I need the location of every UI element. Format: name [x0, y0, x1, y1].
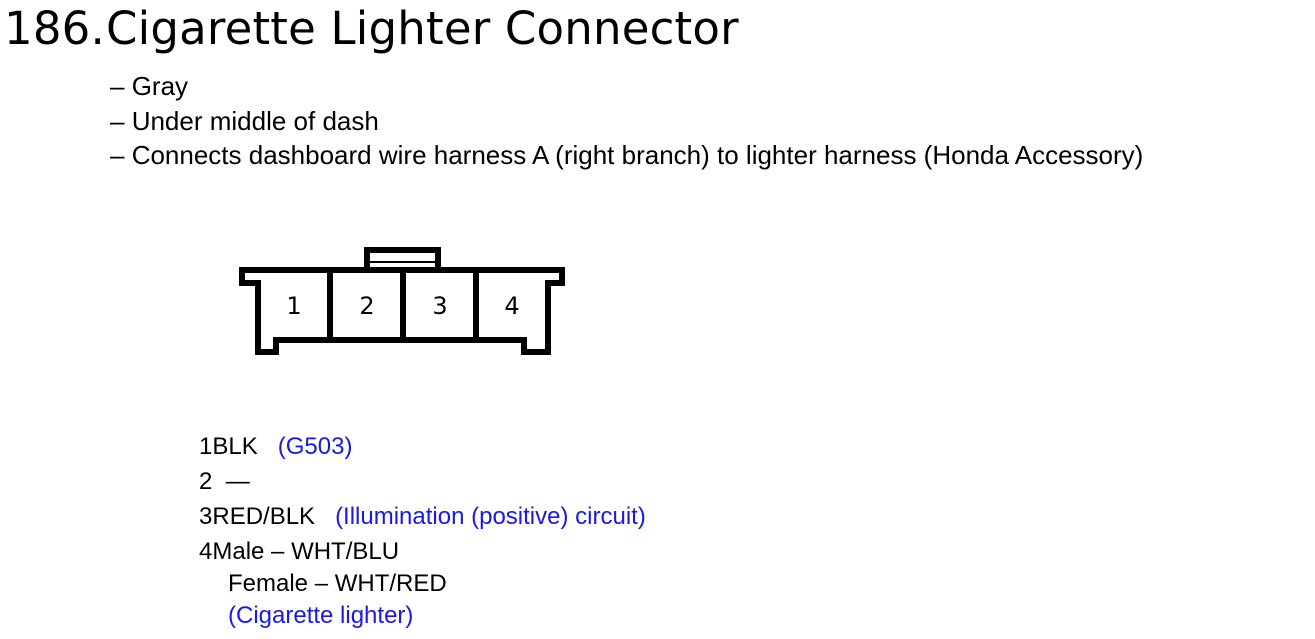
pin-row: 3RED/BLK (Illumination (positive) circuit… — [199, 499, 646, 534]
detail-location: Under middle of dash — [110, 104, 1143, 139]
pin-row: 1BLK (G503) — [199, 429, 646, 464]
connector-lock-tab — [364, 247, 441, 267]
pin-number: 2 — [199, 468, 213, 495]
wire-color-male: Male – WHT/BLU — [212, 538, 400, 565]
pin-number: 3 — [199, 503, 213, 530]
pin-row: 4Male – WHT/BLU — [199, 534, 646, 568]
wire-color: RED/BLK — [212, 503, 316, 530]
section-number: 186. — [4, 2, 105, 55]
pin-number: 4 — [199, 538, 213, 565]
pin-note: (G503) — [277, 433, 353, 460]
wire-color-female: Female – WHT/RED — [228, 570, 447, 597]
wire-color: BLK — [212, 433, 258, 460]
terminal-label: 3 — [432, 292, 447, 320]
pin-number: 1 — [199, 433, 213, 460]
pin-note: (Illumination (positive) circuit) — [335, 503, 646, 530]
connector-name: Cigarette Lighter Connector — [106, 2, 739, 55]
pin-row: 2 — — [199, 464, 646, 499]
terminal-label: 1 — [286, 292, 301, 320]
pinout-list: 1BLK (G503) 2 — 3RED/BLK (Illumination (po… — [199, 429, 646, 631]
page-title: 186.Cigarette Lighter Connector — [4, 2, 739, 56]
pin-note: (Cigarette lighter) — [228, 601, 414, 629]
connector-details: Gray Under middle of dash Connects dashb… — [110, 69, 1144, 173]
wire-color: — — [225, 468, 250, 495]
connector-housing — [239, 267, 565, 355]
terminal-label: 4 — [504, 292, 519, 320]
terminal-label: 2 — [359, 292, 374, 320]
detail-connection: Connects dashboard wire harness A (right… — [110, 138, 1144, 173]
detail-color: Gray — [110, 69, 1143, 104]
